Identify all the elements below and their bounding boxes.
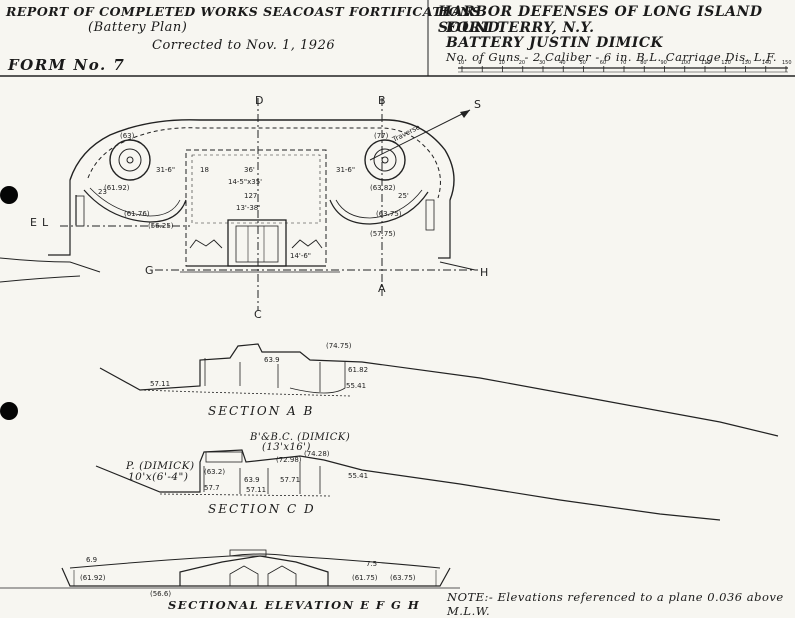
scale-tick-label: 0 — [478, 60, 481, 66]
scale-tick-label: 150 — [782, 60, 792, 66]
section-ab-title: SECTION A B — [208, 404, 315, 418]
section-ef-title: SECTIONAL ELEVATION E F G H — [168, 598, 421, 612]
guns-info: No. of Guns - 2 Caliber - 6 in. B.L. Car… — [446, 50, 778, 64]
dim-2: 127 — [244, 192, 257, 200]
scale-tick-label: 10 — [499, 60, 505, 66]
ab-label-0: (74.75) — [326, 342, 352, 350]
letter-d: D — [255, 94, 263, 107]
scale-tick-label: 50 — [580, 60, 586, 66]
left-elev-front: (61.76) — [124, 210, 150, 218]
letter-e: E — [30, 216, 37, 229]
cd-label-8: 57.71 — [280, 476, 300, 484]
ab-label-2: 61.82 — [348, 366, 368, 374]
battery-plan — [0, 98, 478, 310]
right-elev-side: (57.75) — [370, 230, 396, 238]
ab-label-4: 57.11 — [150, 380, 170, 388]
ab-label-3: 55.41 — [346, 382, 366, 390]
traverse-label: Traverse — [390, 123, 421, 144]
dim-5: 14'-6" — [290, 252, 311, 260]
punch-hole-bottom — [0, 402, 18, 420]
fort-name: FORT TERRY, N.Y. — [446, 20, 595, 36]
cd-label-10: 57.11 — [246, 486, 266, 494]
scale-tick-label: 40 — [559, 60, 565, 66]
ef-label-4: (63.75) — [390, 574, 416, 582]
right-elev-pit: (63.82) — [370, 184, 396, 192]
scale-tick-label: 30 — [539, 60, 545, 66]
scale-tick-label: 120 — [721, 60, 731, 66]
cd-label-0: B'&B.C. (DIMICK) — [250, 432, 351, 443]
harbor-defenses: HARBOR DEFENSES OF LONG ISLAND SOUND — [438, 4, 763, 36]
dim-4: 18 — [200, 166, 209, 174]
ef-label-0: 6.9 — [86, 556, 97, 564]
letter-h: H — [480, 266, 488, 279]
section-ab-drawing — [99, 343, 779, 437]
scale-tick-label: 10 — [458, 60, 464, 66]
plan-type: (Battery Plan) — [88, 20, 188, 35]
report-title: REPORT OF COMPLETED WORKS SEACOAST FORTI… — [6, 4, 486, 19]
section-cd-drawing — [95, 449, 721, 521]
form-number: FORM No. 7 — [8, 56, 126, 74]
right-dist: 25' — [398, 192, 409, 200]
scale-tick-label: 70 — [620, 60, 626, 66]
corrected-date: Corrected to Nov. 1, 1926 — [152, 38, 336, 53]
punch-hole-top — [0, 186, 18, 204]
left-elev-pit: (61.92) — [104, 184, 130, 192]
letter-c: C — [254, 308, 262, 321]
ef-label-2: (56.6) — [150, 590, 171, 598]
scale-tick-label: 130 — [742, 60, 752, 66]
battery-name: BATTERY JUSTIN DIMICK — [446, 35, 664, 51]
section-ef-drawing — [0, 549, 460, 589]
scale-tick-label: 80 — [640, 60, 646, 66]
ef-label-5: 7.5 — [366, 560, 377, 568]
cd-label-1: (13'x16') — [262, 442, 311, 453]
cd-label-4: (74.28) — [304, 450, 330, 458]
cd-label-3: 10'x(6'-4") — [128, 471, 189, 483]
cd-label-5: (72.98) — [276, 456, 302, 464]
scale-tick-label: 90 — [661, 60, 667, 66]
elevation-note: NOTE:- Elevations referenced to a plane … — [447, 590, 784, 618]
cd-label-9: 57.7 — [204, 484, 220, 492]
scale-tick-label: 100 — [681, 60, 691, 66]
cd-label-7: 63.9 — [244, 476, 260, 484]
letter-b: B — [378, 94, 386, 107]
scale-tick-label: 20 — [519, 60, 525, 66]
cd-label-11: 55.41 — [348, 472, 368, 480]
letter-s: S — [474, 98, 481, 111]
right-elev-top: (77) — [374, 132, 389, 140]
right-radius: 31-6" — [336, 166, 355, 174]
letter-g: G — [145, 264, 154, 277]
ab-label-1: 63.9 — [264, 356, 280, 364]
dim-0: 36' — [244, 166, 255, 174]
ef-label-1: (61.92) — [80, 574, 106, 582]
scale-tick-label: 60 — [600, 60, 606, 66]
left-radius: 31-6" — [156, 166, 175, 174]
left-elev-top: (63) — [120, 132, 135, 140]
dim-3: 13'-38' — [236, 204, 260, 212]
cd-label-2: P. (DIMICK) — [126, 460, 195, 472]
dim-1: 14-5"x35' — [228, 178, 262, 186]
letter-l: L — [42, 216, 49, 229]
left-dist: 23 — [98, 188, 107, 196]
left-elev-side: (56.25) — [148, 222, 174, 230]
cd-label-6: (63.2) — [204, 468, 225, 476]
scale-tick-label: 110 — [701, 60, 711, 66]
scale-tick-label: 140 — [762, 60, 772, 66]
right-elev-front: (63.75) — [376, 210, 402, 218]
letter-a: A — [378, 282, 386, 295]
ef-label-3: (61.75) — [352, 574, 378, 582]
section-cd-title: SECTION C D — [208, 502, 316, 516]
